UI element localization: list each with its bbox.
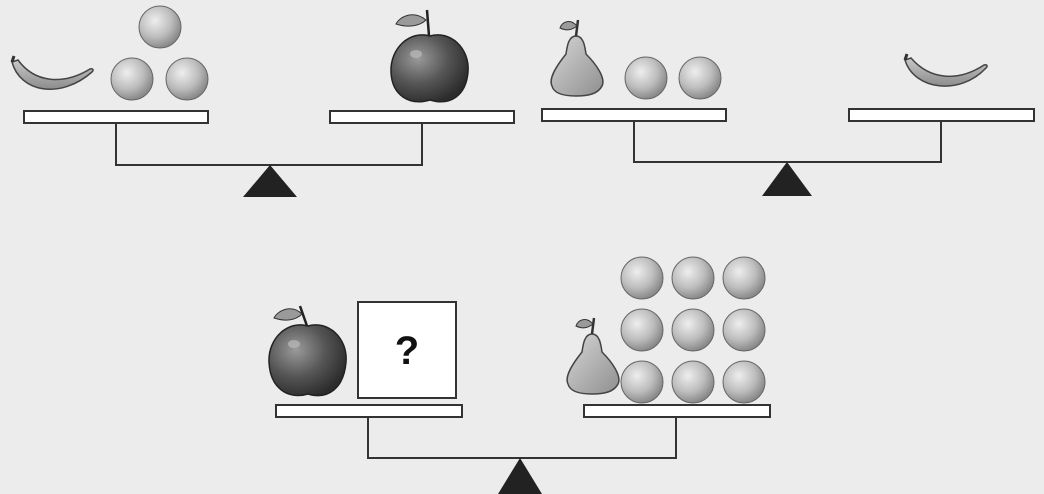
scale-3-frame [275,404,771,459]
ball [678,56,722,100]
scale-3: ? [268,256,771,494]
question-mark: ? [395,329,419,373]
scale-1-fulcrum [243,165,297,197]
scale-2 [541,19,1035,196]
ball [620,308,664,352]
pear [550,19,604,97]
unknown-weight-box: ? [357,301,457,399]
ball [671,360,715,404]
scale-3-fulcrum [498,458,542,494]
ball [722,360,766,404]
ball [138,5,182,49]
apple [390,9,469,103]
scale-1-frame [23,110,515,166]
banana [903,53,988,87]
ball [620,360,664,404]
ball-grid [620,256,766,404]
ball [110,57,154,101]
scale-1 [10,5,515,197]
ball [671,256,715,300]
pear [566,317,620,395]
ball [671,308,715,352]
ball [620,256,664,300]
ball [722,256,766,300]
ball [722,308,766,352]
scale-2-frame [541,108,1035,163]
scale-2-fulcrum [762,162,812,196]
apple [268,305,347,397]
ball [624,56,668,100]
ball [165,57,209,101]
banana [10,55,94,90]
